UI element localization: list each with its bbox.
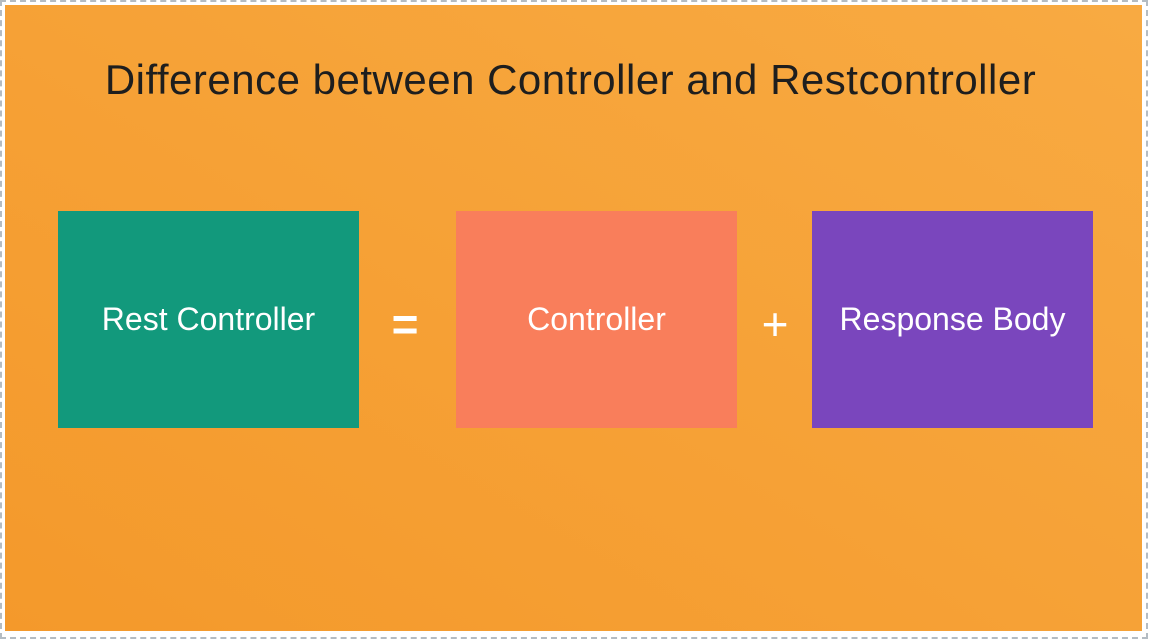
rest-controller-label: Rest Controller — [101, 301, 316, 337]
rest-controller-box: Rest Controller — [58, 211, 359, 428]
diagram-title: Difference between Controller and Restco… — [104, 56, 1037, 103]
plus-sign: + — [761, 298, 789, 350]
response-body-box: Response Body — [812, 211, 1093, 428]
response-body-label: Response Body — [839, 301, 1066, 337]
controller-box: Controller — [456, 211, 737, 428]
controller-label: Controller — [527, 301, 666, 337]
equals-sign: = — [391, 298, 419, 350]
